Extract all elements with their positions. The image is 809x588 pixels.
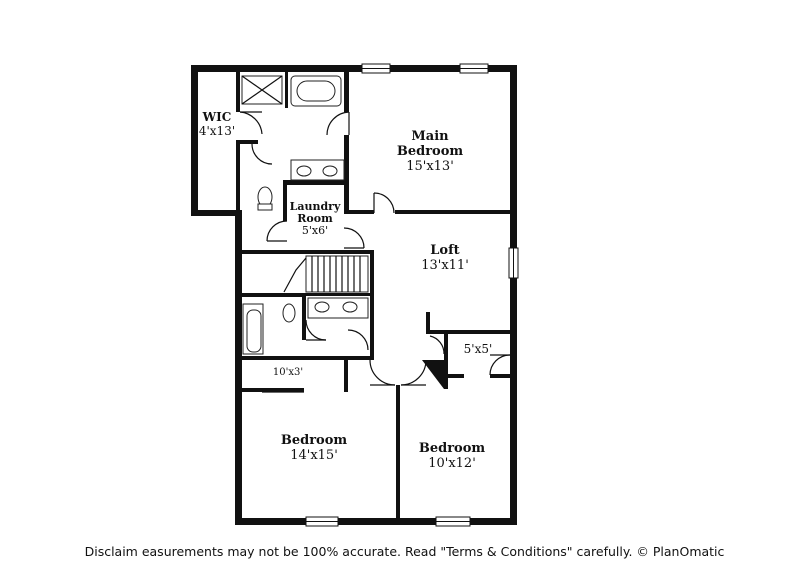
closet-small-dims: 5'x5' (464, 342, 493, 356)
wic-label: WIC (202, 110, 232, 124)
closet-hall-dims: 10'x3' (273, 367, 303, 378)
interior-walls (236, 72, 510, 518)
main-bedroom-label-2: Bedroom (397, 144, 464, 159)
bedroom-left-label: Bedroom (281, 433, 348, 448)
loft-dims: 13'x11' (421, 258, 469, 273)
bedroom-right-dims: 10'x12' (428, 456, 476, 471)
bedroom-left-dims: 14'x15' (290, 448, 338, 463)
windows (305, 63, 519, 527)
loft-label: Loft (430, 243, 459, 258)
laundry-label-2: Room (297, 212, 333, 225)
bedroom-right-label: Bedroom (419, 441, 486, 456)
room-labels: WIC 4'x13' Main Bedroom 15'x13' Laundry … (199, 110, 492, 471)
main-bedroom-dims: 15'x13' (406, 159, 454, 174)
laundry-label-1: Laundry (290, 200, 341, 213)
main-bedroom-label-1: Main (411, 129, 449, 144)
laundry-dims: 5'x6' (302, 224, 328, 237)
disclaimer-text: Disclaim easurements may not be 100% acc… (84, 544, 725, 559)
doors (239, 111, 511, 393)
wic-dims: 4'x13' (199, 124, 235, 138)
exterior-walls (191, 65, 517, 525)
stairs (283, 255, 369, 293)
fixtures (241, 75, 369, 355)
